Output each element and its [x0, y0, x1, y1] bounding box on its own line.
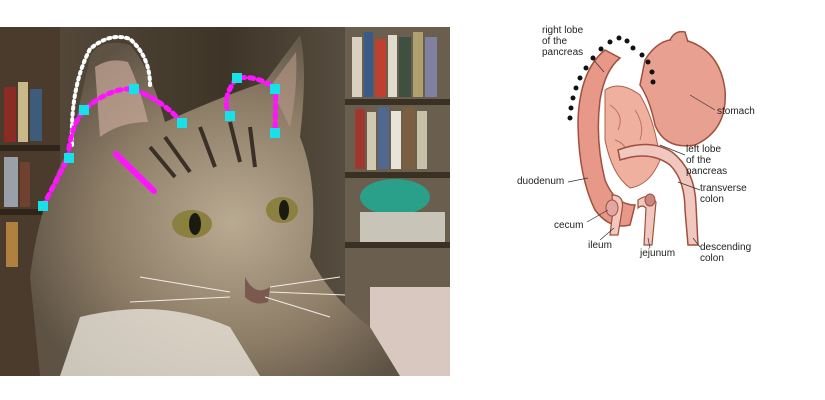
bookshelf-right [345, 27, 450, 376]
cecum-shape [605, 199, 619, 217]
label-left-lobe: left lobe of the pancreas [686, 144, 728, 177]
pancreas-dots [567, 35, 656, 121]
keypoint [177, 118, 187, 128]
forehead-stroke [113, 151, 157, 194]
label-transverse-colon: transverse colon [700, 183, 747, 205]
label-descending-colon: descending colon [700, 242, 752, 264]
anatomy-diagram: right lobe of the pancreas stomach left … [500, 10, 820, 280]
label-cecum: cecum [554, 220, 584, 231]
keypoint [232, 73, 242, 83]
keypoints [38, 73, 280, 211]
keypoint [64, 153, 74, 163]
cat-photo [0, 27, 450, 376]
duodenum-shape [577, 49, 636, 227]
label-ileum: ileum [588, 240, 612, 251]
anatomy-illustration [567, 30, 726, 249]
leader-lines [567, 57, 716, 249]
keypoint [270, 84, 280, 94]
cat-photo-panel [0, 27, 450, 376]
left-ear-curve [40, 86, 185, 209]
cat [30, 35, 400, 376]
label-jejunum: jejunum [640, 248, 676, 259]
keypoint [79, 105, 89, 115]
keypoint [129, 84, 139, 94]
keypoint [270, 128, 280, 138]
keypoint [38, 201, 48, 211]
label-duodenum: duodenum [517, 176, 565, 187]
ear-outline-dotted [69, 35, 152, 147]
label-stomach: stomach [717, 106, 755, 117]
label-right-lobe: right lobe of the pancreas [542, 25, 584, 58]
transverse-colon-shape [617, 143, 699, 246]
keypoint [225, 111, 235, 121]
annotation-overlay [38, 35, 280, 211]
